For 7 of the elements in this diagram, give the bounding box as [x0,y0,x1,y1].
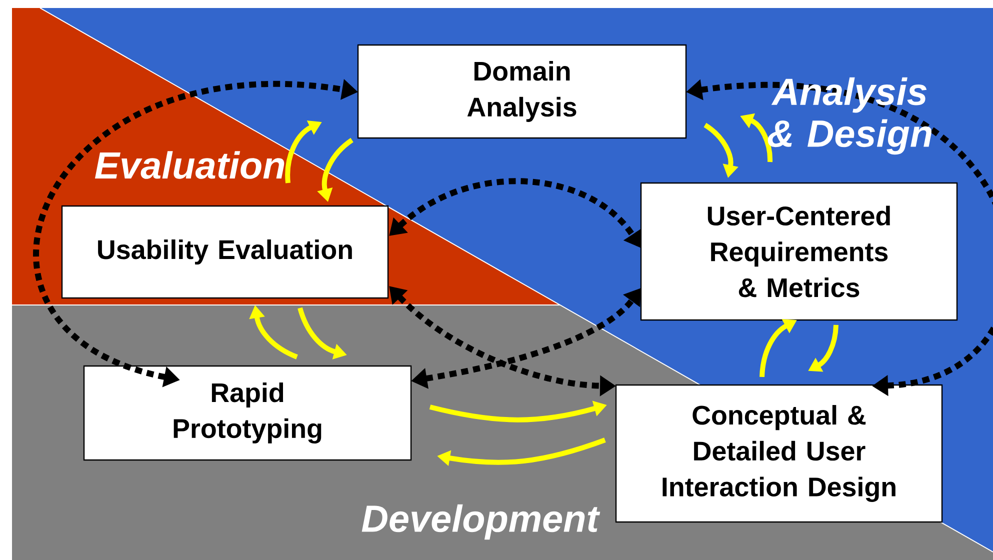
process-box: Usability Evaluation [61,205,389,299]
region-label: Development [362,504,600,540]
process-box: User-Centered Requirements & Metrics [640,182,958,321]
process-box: Domain Analysis [357,44,687,139]
region-label: Evaluation [94,151,284,179]
process-box: Conceptual & Detailed User Interaction Design [615,384,943,523]
process-box: Rapid Prototyping [83,365,412,461]
